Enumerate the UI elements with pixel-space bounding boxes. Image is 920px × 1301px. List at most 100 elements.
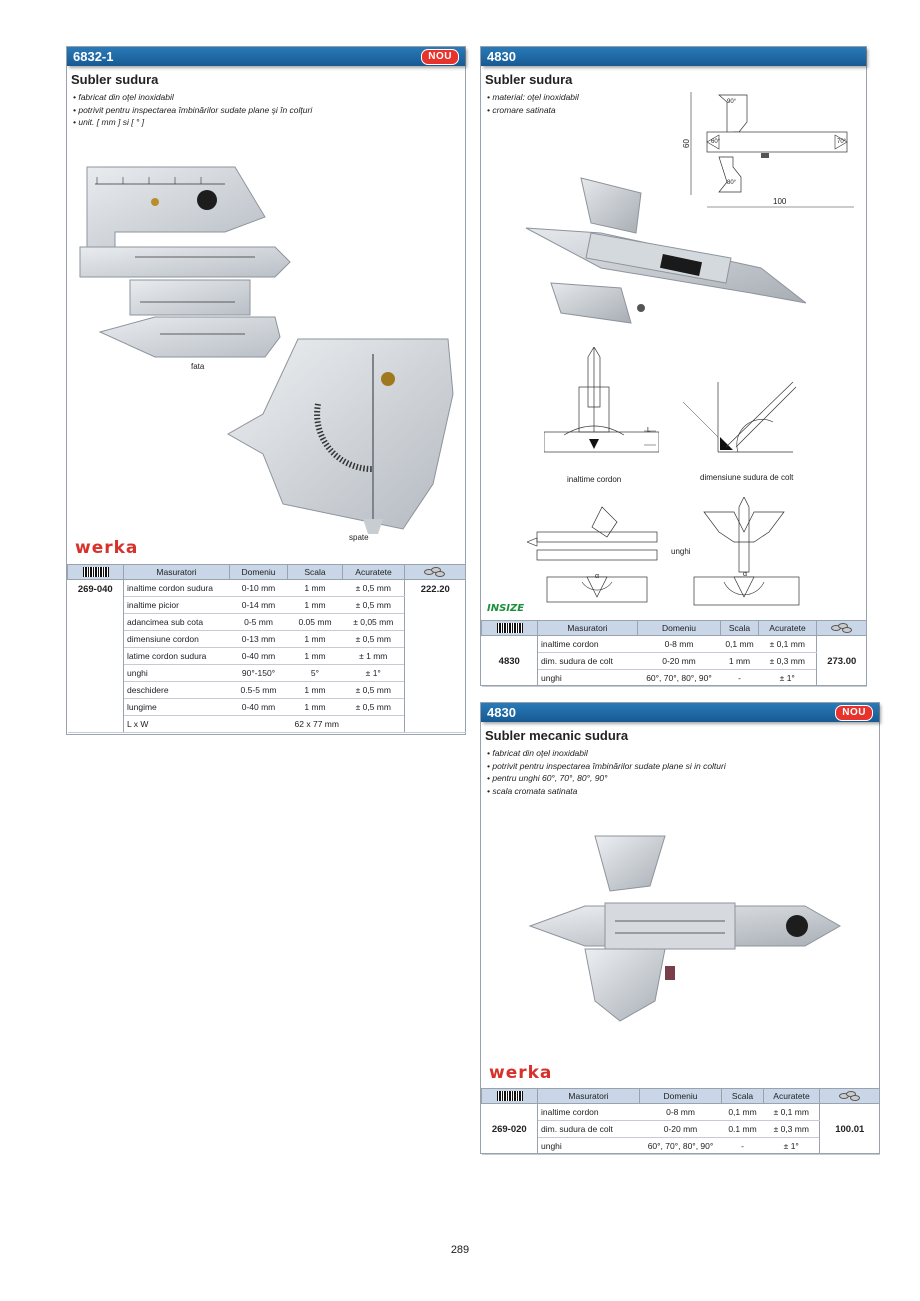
alpha-label-left: α (595, 573, 600, 580)
product-title: Subler mecanic sudura (485, 728, 629, 743)
cell: 1 mm (287, 630, 343, 648)
table-row: adancimea sub cota 0-5 mm 0.05 mm ± 0,05… (68, 613, 466, 631)
cell: ± 1° (763, 1137, 820, 1155)
cell: 62 x 77 mm (229, 715, 405, 733)
product-code: 4830 (487, 49, 516, 64)
diagram-angle-left (527, 506, 658, 603)
product-code: 6832-1 (73, 49, 114, 64)
dim-height: 60 (681, 139, 691, 148)
table-row: unghi 60°, 70°, 80°, 90° - ± 1° (482, 669, 867, 687)
table-row: inaltime picior 0-14 mm 1 mm ± 0,5 mm (68, 596, 466, 614)
cell: unghi (537, 669, 638, 687)
product-card-4830: 4830 Subler sudura material: oţel inoxid… (480, 46, 867, 687)
dim-angle-90: 90° (727, 99, 737, 105)
product-code: 4830 (487, 705, 516, 720)
card-header: 6832-1 NOU (67, 47, 465, 66)
gauge-front-photo (79, 166, 291, 358)
cell: 0-5 mm (229, 613, 288, 631)
cell: unghi (123, 664, 230, 682)
table-row: lungime 0-40 mm 1 mm ± 0,5 mm (68, 698, 466, 716)
cell: dimensiune cordon (123, 630, 230, 648)
feature-list: fabricat din oţel inoxidabil potrivit pe… (487, 747, 879, 797)
cell: - (721, 1137, 764, 1155)
werka-logo: werka (489, 1063, 553, 1083)
product-title: Subler sudura (71, 72, 159, 87)
cell: dim. sudura de colt (537, 652, 638, 670)
cell: ± 0,5 mm (342, 630, 405, 648)
cell: 0-10 mm (229, 579, 288, 597)
column-header: Scala (720, 620, 759, 636)
cell: L x W (123, 715, 230, 733)
cell: - (720, 669, 759, 687)
cell: adancimea sub cota (123, 613, 230, 631)
article-number: 269-040 (67, 579, 124, 733)
insize-logo: INSIZE (487, 603, 525, 614)
caption-weld-height: inaltime cordon (567, 475, 622, 484)
dimension-drawing (690, 92, 854, 208)
card-header: 4830 NOU (481, 703, 879, 722)
price: 273.00 (816, 635, 867, 687)
barcode-icon (67, 564, 124, 580)
caption-angle: unghi (671, 547, 691, 556)
cell: 0-8 mm (637, 635, 721, 653)
dim-angle-70: 70° (837, 139, 847, 145)
cell: ± 0,1 mm (763, 1103, 820, 1121)
table-row: latime cordon sudura 0-40 mm 1 mm ± 1 mm (68, 647, 466, 665)
cell: ± 0,5 mm (342, 698, 405, 716)
feature-item: unit. [ mm ] si [ ° ] (73, 116, 465, 129)
cell: ± 1 mm (342, 647, 405, 665)
cell: 0.05 mm (287, 613, 343, 631)
table-row: unghi 60°, 70°, 80°, 90° - ± 1° (482, 1137, 880, 1155)
cell: ± 1° (342, 664, 405, 682)
cell: 0-8 mm (639, 1103, 722, 1121)
card-header: 4830 (481, 47, 866, 66)
feature-item: fabricat din oţel inoxidabil (487, 747, 879, 760)
alpha-label-right: α (743, 571, 748, 578)
cell: 0.5-5 mm (229, 681, 288, 699)
cell: 1 mm (287, 596, 343, 614)
table-header-row: Masuratori Domeniu Scala Acuratete (67, 564, 466, 580)
product-card-4830-mecanic: 4830 NOU Subler mecanic sudura fabricat … (480, 702, 880, 1155)
cell: 0-40 mm (229, 647, 288, 665)
product-card-6832-1: 6832-1 NOU Subler sudura fabricat din oţ… (66, 46, 466, 735)
cell: inaltime cordon (537, 635, 638, 653)
cell: ± 0,5 mm (342, 579, 405, 597)
feature-item: fabricat din oţel inoxidabil (73, 91, 465, 104)
feature-item: material: oţel inoxidabil (487, 91, 866, 104)
cell: 1 mm (287, 579, 343, 597)
spec-table: Masuratori Domeniu Scala Acuratete 4830 … (481, 620, 867, 687)
column-header: Masuratori (123, 564, 230, 580)
column-header: Domeniu (637, 620, 721, 636)
cell: 1 mm (720, 652, 759, 670)
dim-angle-60: 60° (711, 139, 721, 145)
cell: 0,1 mm (720, 635, 759, 653)
table-row: dimensiune cordon 0-13 mm 1 mm ± 0,5 mm (68, 630, 466, 648)
diagram-weld-height (544, 347, 659, 453)
table-row: unghi 90°-150° 5° ± 1° (68, 664, 466, 682)
cell: 60°, 70°, 80°, 90° (639, 1137, 722, 1155)
werka-logo: werka (75, 538, 139, 558)
feature-item: pentru unghi 60°, 70°, 80°, 90° (487, 772, 879, 785)
article-number: 269-020 (481, 1103, 538, 1155)
column-header: Acuratete (342, 564, 405, 580)
cell: ± 0,1 mm (758, 635, 817, 653)
cell: inaltime cordon sudura (123, 579, 230, 597)
diagram-l-label: L (647, 427, 651, 434)
dim-width: 100 (773, 197, 787, 206)
new-badge: NOU (835, 705, 873, 721)
cell: ± 0,05 mm (342, 613, 405, 631)
table-row: dim. sudura de colt 0-20 mm 0.1 mm ± 0,3… (482, 1120, 880, 1138)
cell: 0-20 mm (637, 652, 721, 670)
feature-list: fabricat din oţel inoxidabil potrivit pe… (73, 91, 465, 129)
table-row: dim. sudura de colt 0-20 mm 1 mm ± 0,3 m… (482, 652, 867, 670)
price: 100.01 (819, 1103, 880, 1155)
feature-item: potrivit pentru inspectarea îmbinărilor … (73, 104, 465, 117)
cell: ± 0,5 mm (342, 596, 405, 614)
gauge-photo (525, 177, 807, 324)
cell: 5° (287, 664, 343, 682)
cell: ± 0,3 mm (758, 652, 817, 670)
table-row: 269-020 inaltime cordon 0-8 mm 0,1 mm ± … (481, 1103, 880, 1155)
feature-item: potrivit pentru inspectarea îmbinărilor … (487, 760, 879, 773)
cell: 0.1 mm (721, 1120, 764, 1138)
cell: 1 mm (287, 681, 343, 699)
